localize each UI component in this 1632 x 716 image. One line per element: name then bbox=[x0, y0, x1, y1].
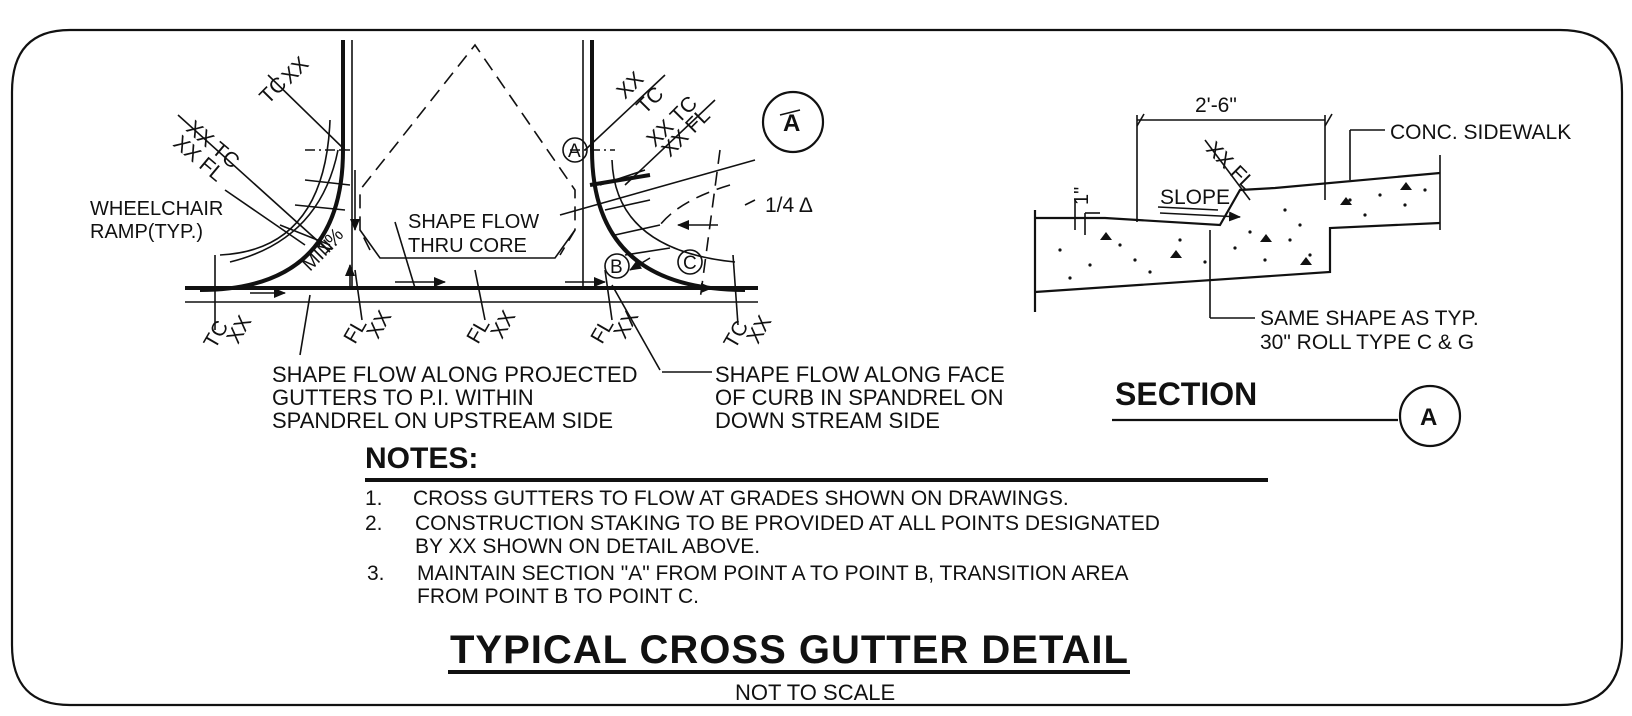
point-c-label: C bbox=[683, 253, 697, 274]
grade-mark-label: 1/4 Δ bbox=[765, 194, 813, 217]
downstream-note-line-2: OF CURB IN SPANDREL ON bbox=[715, 385, 1003, 410]
point-a-marker: A bbox=[562, 137, 588, 163]
point-c-marker: C bbox=[677, 249, 703, 275]
upstream-note-line-1: SHAPE FLOW ALONG PROJECTED bbox=[272, 362, 638, 387]
bottom-station-1-xx: XX bbox=[222, 312, 256, 348]
shape-flow-core-label-2: THRU CORE bbox=[408, 235, 527, 257]
note-2-line-1: CONSTRUCTION STAKING TO BE PROVIDED AT A… bbox=[415, 512, 1160, 535]
note-2-number: 2. bbox=[365, 512, 383, 535]
point-a-label: A bbox=[568, 141, 581, 162]
note-1-number: 1. bbox=[365, 487, 383, 510]
wheelchair-ramp-label-2: RAMP(TYP.) bbox=[90, 221, 203, 243]
upstream-note-line-2: GUTTERS TO P.I. WITHIN bbox=[272, 385, 534, 410]
notes-heading: NOTES: bbox=[365, 442, 478, 475]
sheet-border bbox=[10, 28, 1624, 707]
section-view bbox=[1033, 113, 1441, 319]
point-b-label: B bbox=[610, 257, 623, 278]
section-dimension-label: 2'-6" bbox=[1195, 94, 1237, 117]
drawing-subtitle: NOT TO SCALE bbox=[735, 680, 895, 705]
note-1-line-1: CROSS GUTTERS TO FLOW AT GRADES SHOWN ON… bbox=[413, 487, 1069, 510]
section-a-callout-bubble: A bbox=[761, 90, 825, 154]
section-slope-label: SLOPE bbox=[1160, 186, 1230, 209]
section-title: SECTION bbox=[1115, 376, 1257, 412]
wheelchair-ramp-label-1: WHEELCHAIR bbox=[90, 198, 223, 220]
plan-view bbox=[177, 40, 801, 371]
section-a-callout-label: A bbox=[783, 110, 800, 137]
bottom-station-4-xx: XX bbox=[609, 307, 643, 343]
note-3-number: 3. bbox=[367, 562, 385, 585]
note-3-line-2: FROM POINT B TO POINT C. bbox=[417, 585, 699, 608]
downstream-note-line-3: DOWN STREAM SIDE bbox=[715, 408, 940, 433]
bottom-station-3-xx: XX bbox=[486, 307, 520, 343]
section-same-shape-line-2: 30" ROLL TYPE C & G bbox=[1260, 331, 1474, 354]
note-3-line-1: MAINTAIN SECTION "A" FROM POINT A TO POI… bbox=[417, 562, 1129, 585]
section-same-shape-line-1: SAME SHAPE AS TYP. bbox=[1260, 307, 1479, 330]
shape-flow-core-label-1: SHAPE FLOW bbox=[408, 211, 539, 233]
section-sidewalk-label: CONC. SIDEWALK bbox=[1390, 121, 1571, 144]
drawing-title: TYPICAL CROSS GUTTER DETAIL bbox=[450, 628, 1129, 672]
note-2-line-2: BY XX SHOWN ON DETAIL ABOVE. bbox=[415, 535, 760, 558]
bottom-station-2-xx: XX bbox=[362, 307, 396, 343]
section-title-marker-label: A bbox=[1420, 404, 1437, 431]
bottom-station-5-xx: XX bbox=[742, 312, 776, 348]
section-vertical-dimension: 1" bbox=[1071, 187, 1093, 205]
point-b-marker: B bbox=[604, 253, 630, 279]
section-title-marker: A bbox=[1398, 384, 1462, 448]
downstream-note-line-1: SHAPE FLOW ALONG FACE bbox=[715, 362, 1005, 387]
upstream-note-line-3: SPANDREL ON UPSTREAM SIDE bbox=[272, 408, 613, 433]
